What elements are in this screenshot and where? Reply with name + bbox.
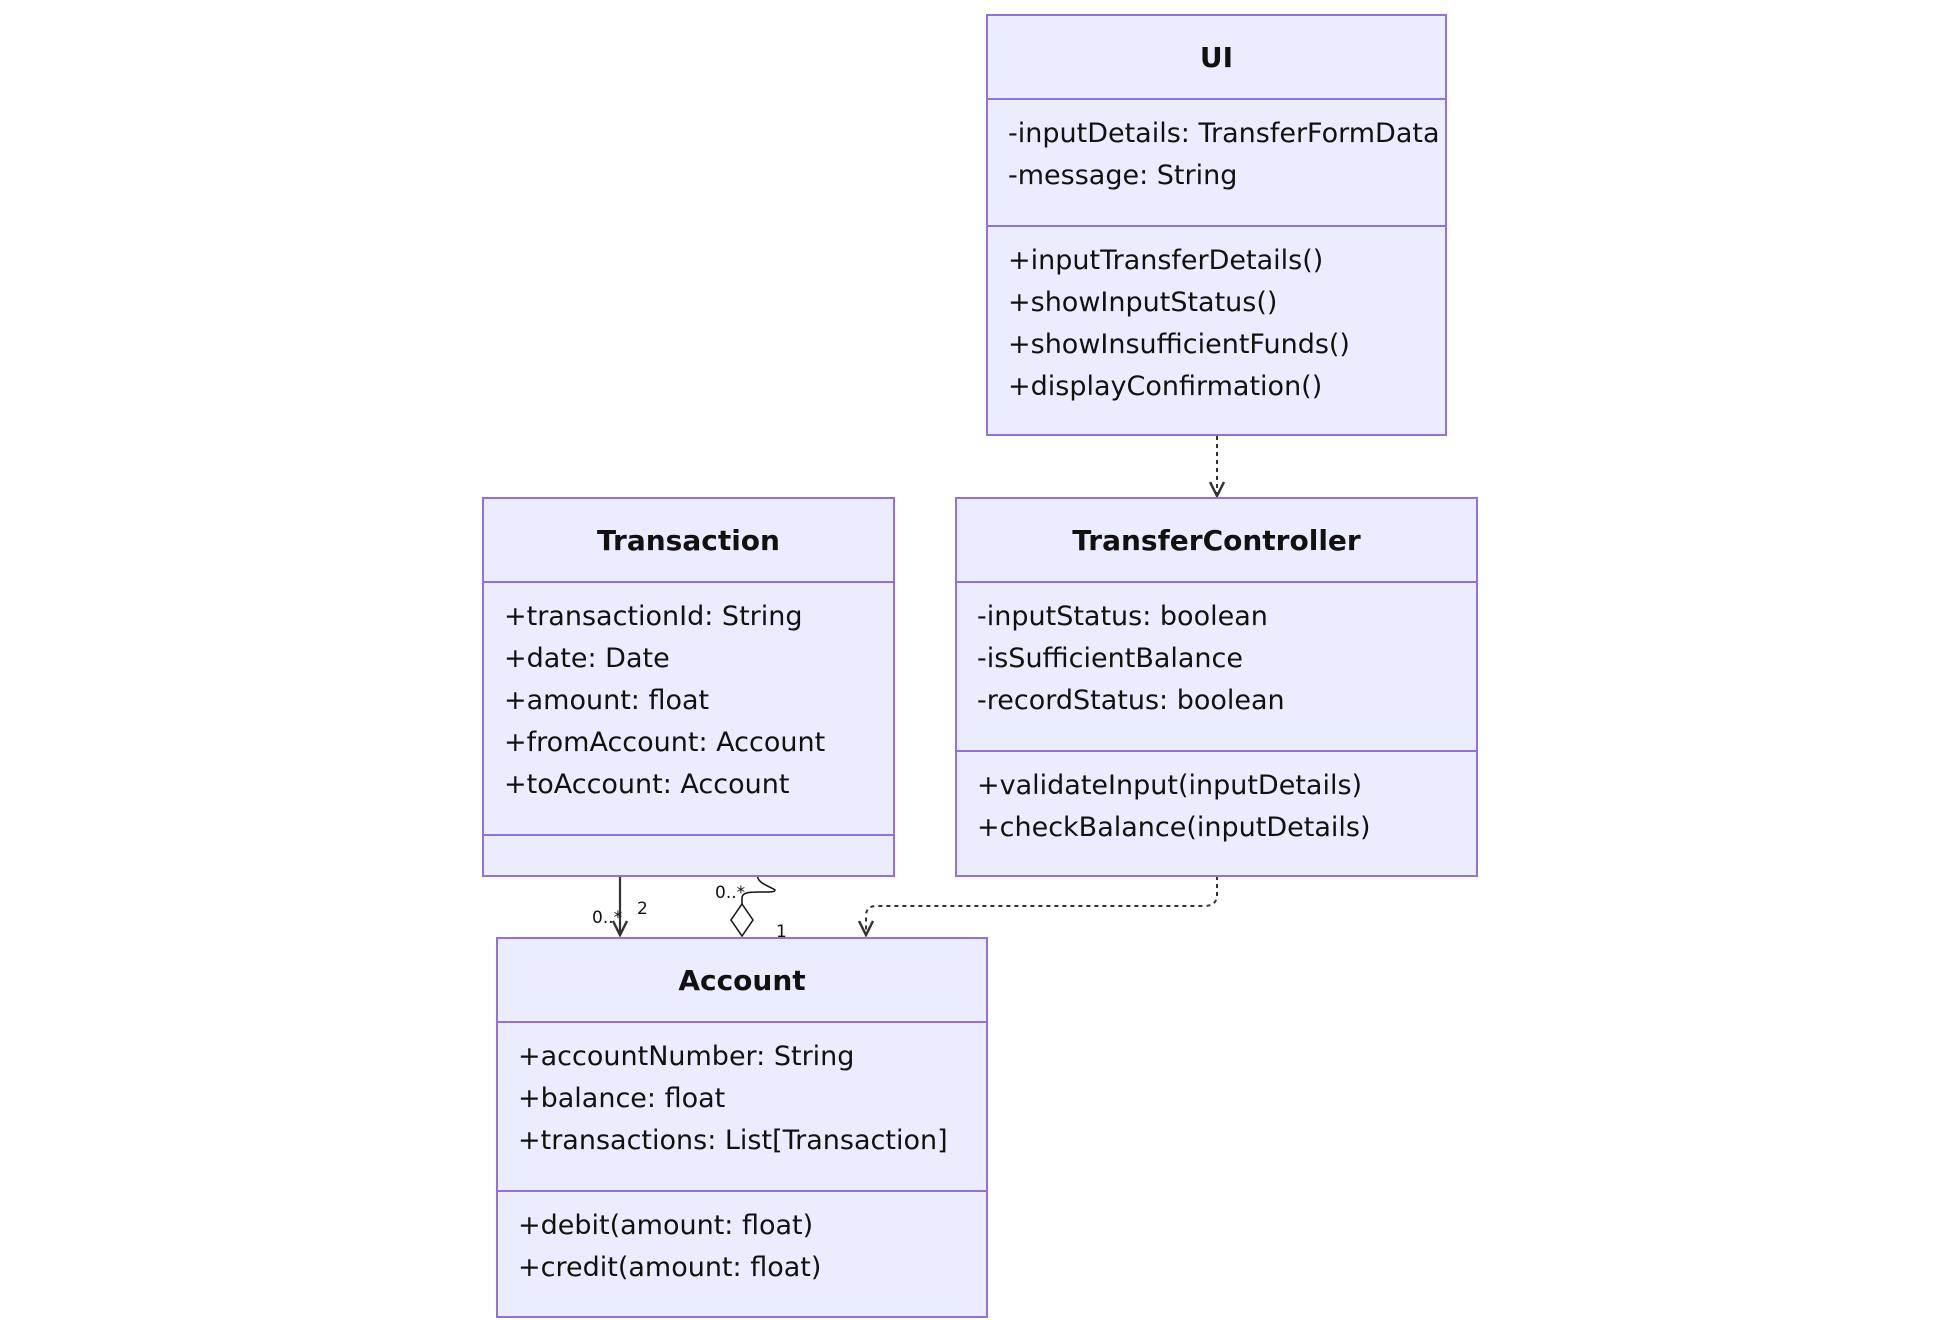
ui-method: +showInputStatus(): [1008, 287, 1278, 318]
transaction-attribute: +toAccount: Account: [504, 769, 790, 800]
class-transfer-controller[interactable]: TransferController -inputStatus: boolean…: [955, 497, 1478, 877]
mult-transaction-account-target: 2: [637, 899, 648, 919]
class-account-name: Account: [498, 939, 986, 1023]
class-transaction-methods: [484, 836, 893, 849]
edge-account-to-transaction: [741, 873, 776, 905]
transaction-attribute: +transactionId: String: [504, 601, 803, 632]
mult-account-transaction-source: 1: [776, 922, 787, 942]
ui-method: +inputTransferDetails(): [1008, 245, 1324, 276]
account-method: +credit(amount: float): [518, 1252, 822, 1283]
edge-controller-to-account: [857, 876, 1218, 938]
class-transaction-name: Transaction: [484, 499, 893, 583]
account-method: +debit(amount: float): [518, 1210, 814, 1241]
class-ui-methods: +inputTransferDetails() +showInputStatus…: [988, 227, 1445, 408]
aggregation-diamond: [730, 902, 754, 938]
mult-account-transaction-target: 0..*: [715, 883, 745, 903]
ui-method: +displayConfirmation(): [1008, 371, 1323, 402]
class-transaction[interactable]: Transaction +transactionId: String +date…: [482, 497, 895, 877]
class-ui-name: UI: [988, 16, 1445, 100]
account-attribute: +accountNumber: String: [518, 1041, 855, 1072]
controller-attribute: -inputStatus: boolean: [977, 601, 1268, 632]
class-ui[interactable]: UI -inputDetails: TransferFormData -mess…: [986, 14, 1447, 436]
account-attribute: +balance: float: [518, 1083, 726, 1114]
controller-method: +checkBalance(inputDetails): [977, 812, 1371, 843]
class-controller-methods: +validateInput(inputDetails) +checkBalan…: [957, 752, 1476, 849]
class-account-methods: +debit(amount: float) +credit(amount: fl…: [498, 1192, 986, 1289]
ui-method: +showInsufficientFunds(): [1008, 329, 1350, 360]
transaction-attribute: +amount: float: [504, 685, 710, 716]
controller-attribute: -recordStatus: boolean: [977, 685, 1285, 716]
transaction-attribute: +fromAccount: Account: [504, 727, 826, 758]
controller-attribute: -isSufficientBalance: [977, 643, 1244, 674]
ui-attribute: -message: String: [1008, 160, 1238, 191]
class-ui-attributes: -inputDetails: TransferFormData -message…: [988, 100, 1445, 227]
class-controller-attributes: -inputStatus: boolean -isSufficientBalan…: [957, 583, 1476, 752]
class-transaction-attributes: +transactionId: String +date: Date +amou…: [484, 583, 893, 836]
transaction-attribute: +date: Date: [504, 643, 670, 674]
controller-method: +validateInput(inputDetails): [977, 770, 1363, 801]
class-controller-name: TransferController: [957, 499, 1476, 583]
class-account[interactable]: Account +accountNumber: String +balance:…: [496, 937, 988, 1318]
mult-transaction-account-source: 0..*: [592, 908, 622, 928]
account-attribute: +transactions: List[Transaction]: [518, 1125, 948, 1156]
ui-attribute: -inputDetails: TransferFormData: [1008, 118, 1440, 149]
class-account-attributes: +accountNumber: String +balance: float +…: [498, 1023, 986, 1192]
